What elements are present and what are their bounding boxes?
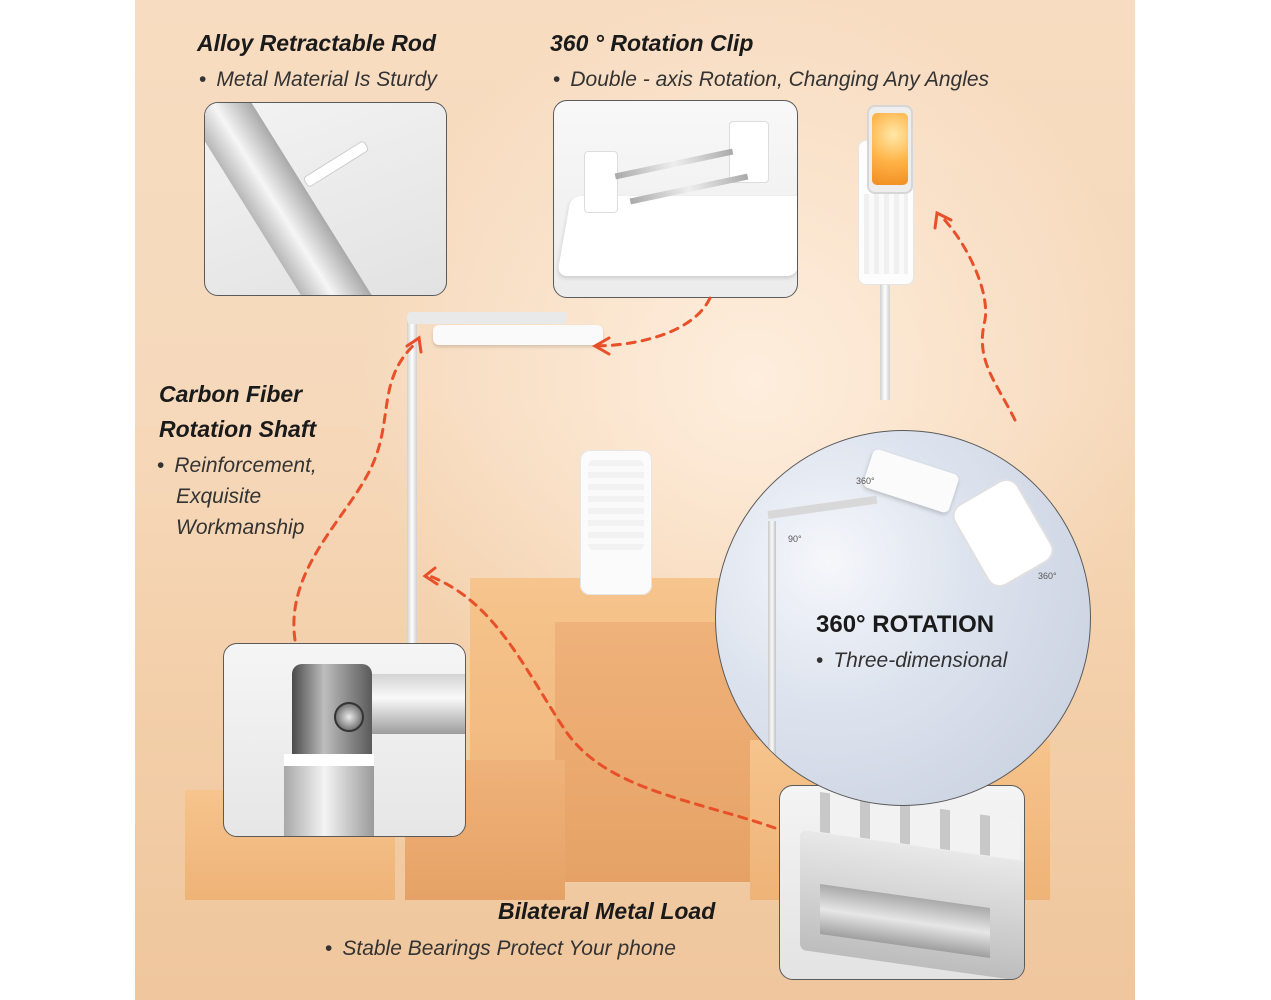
rotation-clip-bullet: •Double - axis Rotation, Changing Any An… <box>553 68 990 91</box>
carbon-shaft-bullet-line1: Reinforcement, <box>174 454 317 477</box>
carbon-shaft-bullet-line3: Workmanship <box>176 516 305 539</box>
metal-load-bullet-text: Stable Bearings Protect Your phone <box>342 937 676 960</box>
hinge-vertical-post <box>284 754 374 836</box>
metal-load-image-card <box>779 785 1025 980</box>
carbon-shaft-bullet-line2: Exquisite <box>176 485 262 508</box>
alloy-rod-bullet: •Metal Material Is Sturdy <box>199 68 437 91</box>
alloy-rod-image-card <box>204 102 447 296</box>
circle-clip-panel <box>862 448 960 514</box>
rotation-360-bullet-text: Three-dimensional <box>833 649 1008 672</box>
clip-holder-top <box>433 325 603 345</box>
product-infographic: Alloy Retractable Rod •Metal Material Is… <box>135 0 1135 1000</box>
hinge-screw <box>334 702 364 732</box>
rotation-360-bullet: •Three-dimensional <box>816 649 1008 672</box>
angle-label-right: 360° <box>1038 571 1057 581</box>
circle-rod <box>768 521 776 805</box>
rotation-clip-image-card <box>553 100 798 298</box>
alloy-rod-title: Alloy Retractable Rod <box>197 30 436 56</box>
fill-light-device <box>580 450 652 595</box>
rotation-360-title: 360° ROTATION <box>816 611 995 638</box>
telescopic-rod-left <box>407 318 417 648</box>
top-arm <box>407 312 567 324</box>
carbon-shaft-title-line1: Carbon Fiber <box>159 381 303 407</box>
metal-load-title: Bilateral Metal Load <box>498 898 716 924</box>
rotation-clip-title: 360 ° Rotation Clip <box>550 30 754 56</box>
rotation-clip-bullet-text: Double - axis Rotation, Changing Any Ang… <box>570 68 990 91</box>
carbon-shaft-bullet: •Reinforcement, <box>157 454 317 477</box>
smartphone <box>867 105 913 194</box>
metal-load-bullet: •Stable Bearings Protect Your phone <box>325 937 676 960</box>
alloy-rod-bullet-text: Metal Material Is Sturdy <box>216 68 437 91</box>
circle-arm <box>767 495 878 519</box>
telescopic-rod-right <box>880 280 890 400</box>
carbon-shaft-image-card <box>223 643 466 837</box>
angle-label-top: 360° <box>856 476 875 486</box>
alloy-rod-illustration <box>205 103 390 295</box>
rotation-360-circle: 360° 90° 360° 360° ROTATION •Three-dimen… <box>715 430 1091 806</box>
carbon-shaft-title-line2: Rotation Shaft <box>159 416 317 442</box>
angle-label-left: 90° <box>788 534 802 544</box>
